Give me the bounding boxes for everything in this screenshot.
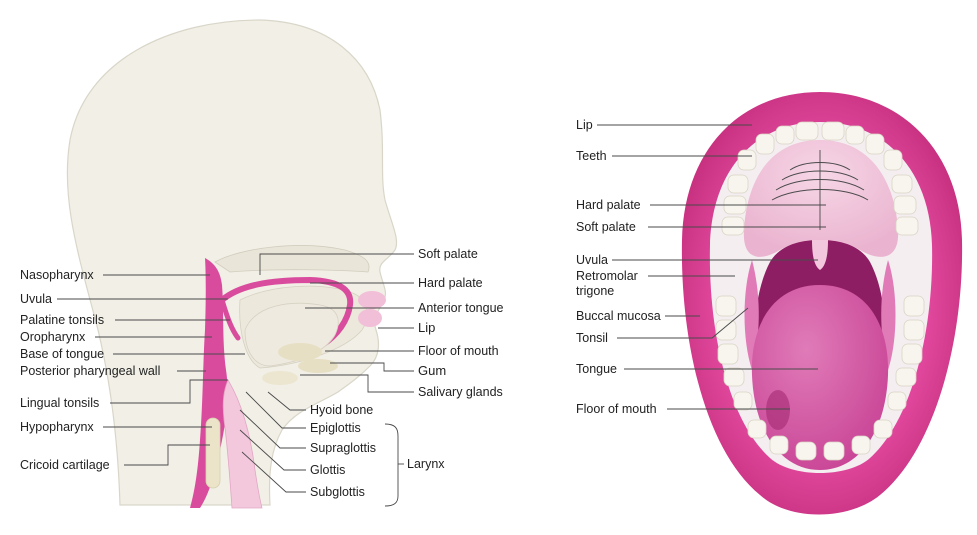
label-uvula-oral: Uvula <box>576 253 608 267</box>
label-palatine-tonsils: Palatine tonsils <box>20 313 104 327</box>
label-hard-palate-oral: Hard palate <box>576 198 641 212</box>
label-subglottis: Subglottis <box>310 485 365 499</box>
label-buccal-mucosa: Buccal mucosa <box>576 309 661 323</box>
trachea <box>222 379 263 509</box>
leader-hyoid-bone <box>267 391 306 411</box>
palate-shape <box>743 140 899 257</box>
nasal-cavity <box>214 245 370 273</box>
leader-subglottis <box>241 451 306 493</box>
sagittal-right-labels: Soft palate Hard palate Anterior tongue … <box>239 247 504 507</box>
label-supraglottis: Supraglottis <box>310 441 376 455</box>
label-retromolar-line2: trigone <box>576 284 614 298</box>
leader-epiglottis <box>245 391 306 429</box>
uvula-shape <box>812 240 828 270</box>
label-soft-palate-oral: Soft palate <box>576 220 636 234</box>
sagittal-head-section <box>66 19 398 509</box>
leader-tonsil <box>617 307 749 339</box>
sagittal-left-labels: Nasopharynx Uvula Palatine tonsils Oroph… <box>20 268 245 472</box>
upper-lip-shape <box>358 291 386 309</box>
label-lip-oral: Lip <box>576 118 593 132</box>
gum-shape <box>298 359 338 373</box>
leader-soft-palate <box>259 253 414 275</box>
label-hard-palate: Hard palate <box>418 276 483 290</box>
hyoid-shape <box>262 371 298 385</box>
salivary-gland-shape <box>278 343 322 361</box>
oral-labels: Lip Teeth Hard palate Soft palate Uvula … <box>576 118 826 416</box>
label-base-of-tongue: Base of tongue <box>20 347 104 361</box>
cricoid-cartilage-shape <box>205 417 221 489</box>
oral-view <box>681 92 963 515</box>
palate-rugae-4 <box>771 189 869 201</box>
leader-lingual-tonsils <box>110 379 228 404</box>
label-nasopharynx: Nasopharynx <box>20 268 94 282</box>
label-anterior-tongue: Anterior tongue <box>418 301 504 315</box>
label-oropharynx: Oropharynx <box>20 330 86 344</box>
lower-teeth <box>715 295 925 461</box>
label-hyoid-bone: Hyoid bone <box>310 403 373 417</box>
label-lip-sagittal: Lip <box>418 320 435 335</box>
label-teeth: Teeth <box>576 149 607 163</box>
palate-line <box>219 276 354 348</box>
label-retromolar-line1: Retromolar <box>576 269 638 283</box>
larynx-bracket <box>384 423 399 507</box>
label-floor-of-mouth-oral: Floor of mouth <box>576 402 657 416</box>
label-floor-of-mouth-sagittal: Floor of mouth <box>418 344 499 358</box>
label-tonsil: Tonsil <box>576 331 608 345</box>
label-larynx: Larynx <box>407 457 445 471</box>
soft-palate-shape <box>219 297 241 341</box>
lower-lip-shape <box>358 309 382 327</box>
label-hypopharynx: Hypopharynx <box>20 420 94 434</box>
label-tongue: Tongue <box>576 362 617 376</box>
label-gum: Gum <box>418 363 446 378</box>
leader-gum <box>330 362 414 372</box>
leader-cricoid-cartilage <box>124 444 210 466</box>
leader-glottis <box>239 429 306 471</box>
label-salivary-glands: Salivary glands <box>418 385 503 399</box>
label-lingual-tonsils: Lingual tonsils <box>20 396 99 410</box>
label-epiglottis: Epiglottis <box>310 421 361 435</box>
upper-teeth <box>721 121 919 236</box>
leader-supraglottis <box>239 409 306 449</box>
floor-of-mouth-shape <box>766 390 790 430</box>
label-uvula: Uvula <box>20 292 52 306</box>
leader-salivary-glands <box>300 374 414 393</box>
label-cricoid-cartilage: Cricoid cartilage <box>20 458 110 472</box>
label-soft-palate: Soft palate <box>418 247 478 261</box>
label-glottis: Glottis <box>310 463 345 477</box>
label-posterior-pharyngeal-wall: Posterior pharyngeal wall <box>20 364 160 378</box>
